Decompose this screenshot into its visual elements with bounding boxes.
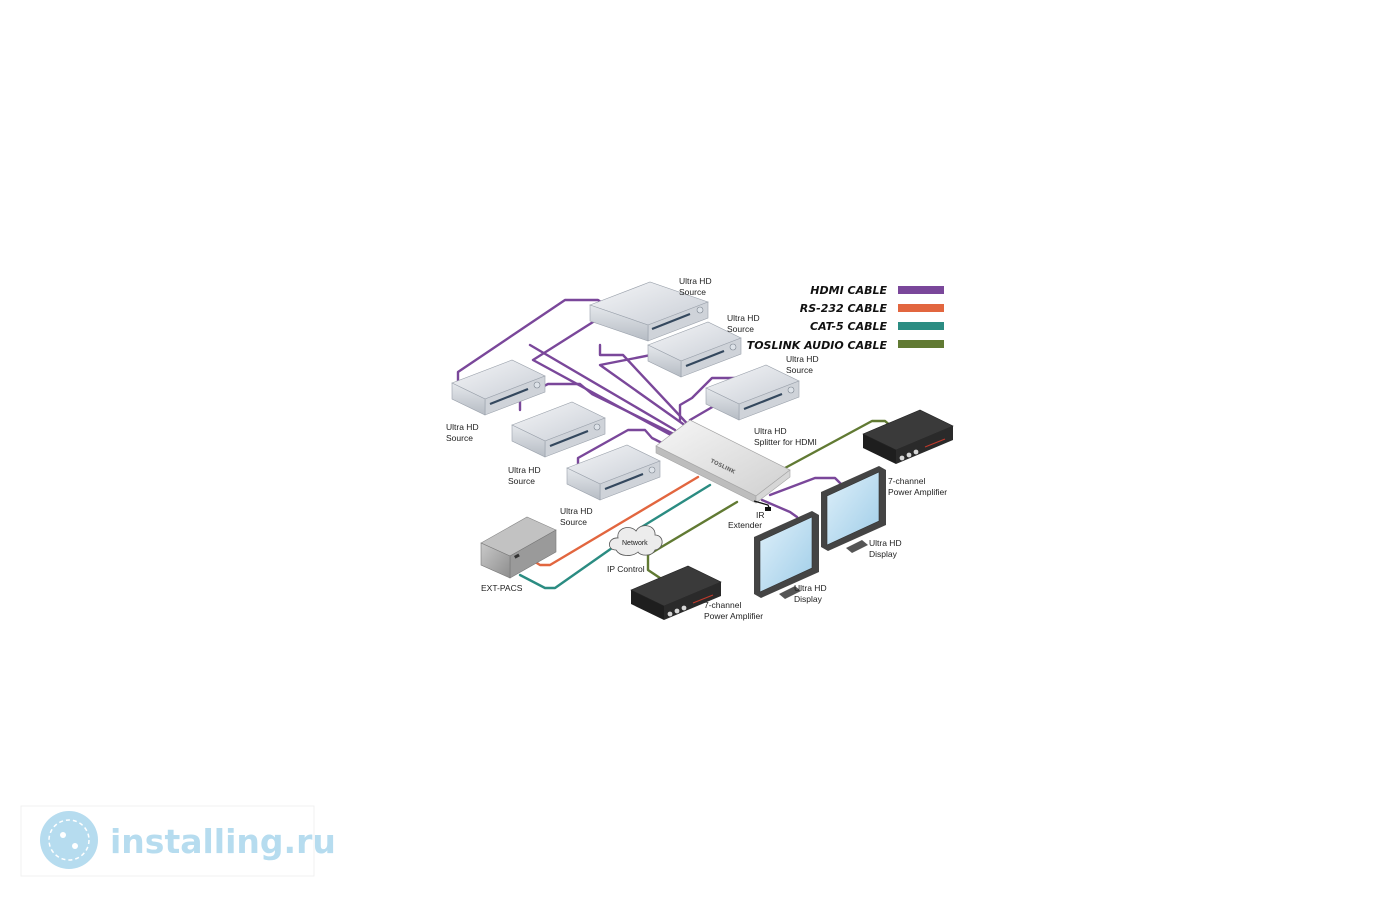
ultra-hd-source-2: [647, 321, 742, 378]
amp-label-line1: 7-channel: [888, 476, 925, 486]
ir-label-line1: IR: [756, 510, 765, 520]
network-cloud: Network: [609, 525, 663, 556]
hdmi-cable: [598, 343, 697, 434]
ultra-hd-source-4: [451, 359, 546, 416]
legend-label-rs232: RS-232 CABLE: [800, 302, 888, 315]
legend-swatch-cat5: [898, 322, 944, 330]
ultra-hd-source-3: [705, 364, 800, 421]
legend-label-cat5: CAT-5 CABLE: [810, 320, 887, 333]
amp-label-line2: Power Amplifier: [888, 487, 947, 497]
cat5-cable: [518, 546, 614, 590]
legend-label-hdmi: HDMI CABLE: [810, 284, 887, 297]
ultra-hd-source-6: [566, 444, 661, 501]
display-label-line2: Display: [869, 549, 898, 559]
source-label-line1: Ultra HD: [786, 354, 819, 364]
display-label-line1: Ultra HD: [869, 538, 902, 548]
power-amplifier-right: [862, 409, 954, 464]
cable-legend: HDMI CABLE RS-232 CABLE CAT-5 CABLE TOSL…: [747, 284, 944, 352]
source-label-line2: Source: [679, 287, 706, 297]
source-label-line2: Source: [508, 476, 535, 486]
ultra-hd-display-right: [821, 466, 886, 553]
ultra-hd-source-1: [589, 281, 709, 342]
hdmi-cable: [528, 343, 677, 432]
hdmi-cable: [456, 298, 682, 442]
display-label-line1: Ultra HD: [794, 583, 827, 593]
amp-label-line1: 7-channel: [704, 600, 741, 610]
hdmi-cable: [576, 428, 670, 472]
ir-label-line2: Extender: [728, 520, 762, 530]
source-label-line1: Ultra HD: [679, 276, 712, 286]
splitter-label-line2: Splitter for HDMI: [754, 437, 817, 447]
legend-swatch-hdmi: [898, 286, 944, 294]
source-label-line1: Ultra HD: [446, 422, 479, 432]
source-label-line1: Ultra HD: [560, 506, 593, 516]
toslink-cable: [646, 500, 739, 580]
source-label-line1: Ultra HD: [508, 465, 541, 475]
legend-swatch-rs232: [898, 304, 944, 312]
power-amplifier-left: [630, 565, 722, 620]
ultra-hd-display-left: [754, 511, 819, 599]
source-label-line2: Source: [560, 517, 587, 527]
source-label-line1: Ultra HD: [727, 313, 760, 323]
display-label-line2: Display: [794, 594, 823, 604]
source-label-line2: Source: [786, 365, 813, 375]
legend-swatch-toslink: [898, 340, 944, 348]
ultra-hd-source-5: [511, 401, 606, 458]
amp-label-line2: Power Amplifier: [704, 611, 763, 621]
cat5-cable: [638, 483, 712, 530]
source-label-line2: Source: [446, 433, 473, 443]
installing-logo-text: installing.ru: [110, 822, 336, 861]
ir-extender: [753, 500, 771, 511]
hdmi-cable: [768, 476, 847, 497]
splitter-label-line1: Ultra HD: [754, 426, 787, 436]
ext-pacs-label: EXT-PACS: [481, 583, 523, 593]
ultra-hd-splitter: TOSLINK: [655, 419, 791, 504]
legend-label-toslink: TOSLINK AUDIO CABLE: [747, 339, 888, 352]
source-label-line2: Source: [727, 324, 754, 334]
installing-watermark: installing.ru: [20, 805, 336, 877]
ext-pacs-device: [480, 516, 557, 579]
ip-control-label: IP Control: [607, 564, 645, 574]
network-label: Network: [622, 540, 648, 547]
hdmi-cable: [760, 498, 799, 519]
